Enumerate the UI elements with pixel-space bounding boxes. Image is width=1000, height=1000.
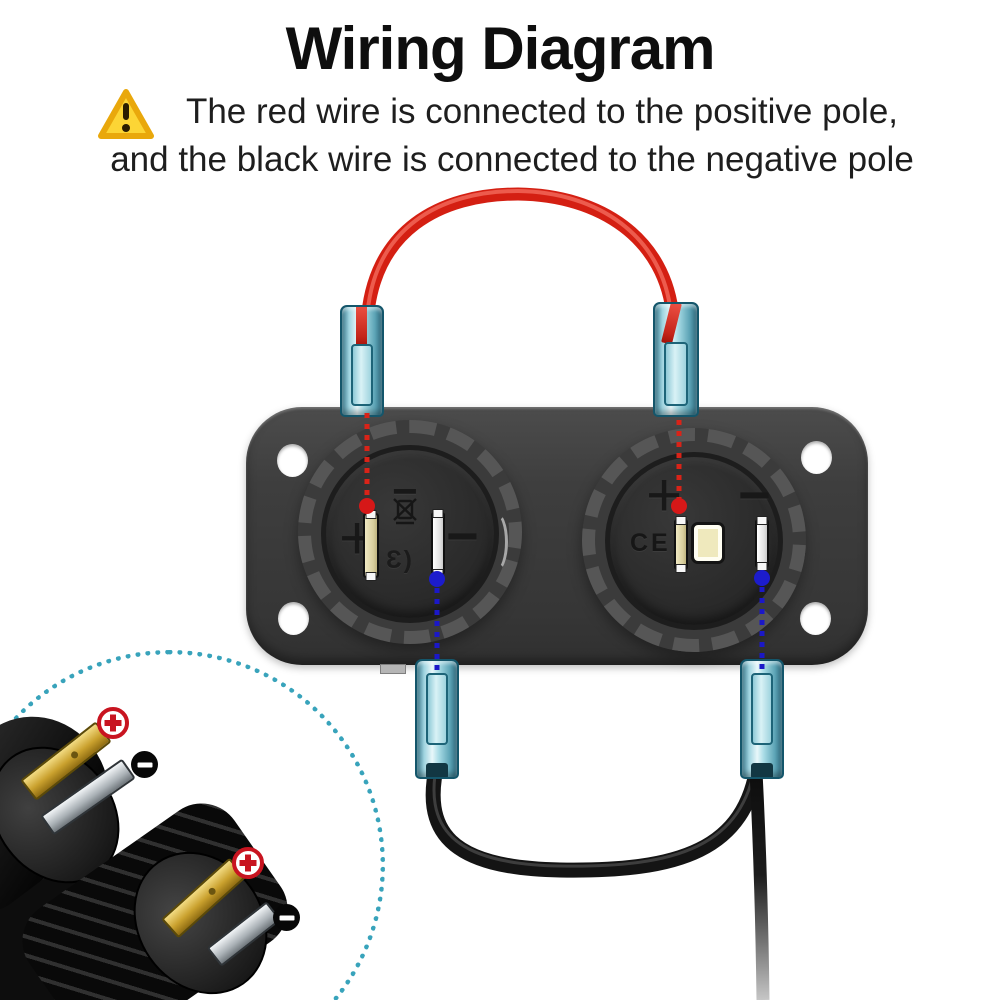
positive-terminal-blade bbox=[363, 513, 379, 578]
black-jumper-wire-highlight bbox=[432, 756, 758, 868]
black-ground-wire bbox=[749, 771, 770, 1000]
ce-marking: CE bbox=[630, 529, 671, 557]
mounting-hole bbox=[801, 441, 832, 474]
crimp-connector-bottom-left bbox=[415, 659, 459, 779]
blue-negative-dot bbox=[429, 571, 445, 587]
red-positive-dot bbox=[671, 498, 687, 514]
crimp-connector-top-right bbox=[653, 302, 699, 417]
top-minus-marking: − bbox=[392, 467, 418, 516]
minus-marking: − bbox=[446, 504, 479, 567]
negative-terminal-blade bbox=[755, 519, 769, 568]
connector-crimp-core bbox=[425, 672, 449, 745]
red-positive-dot bbox=[359, 498, 375, 514]
page-title: Wiring Diagram bbox=[285, 15, 716, 82]
connector-crimp-core bbox=[750, 672, 774, 745]
connector-crimp-core bbox=[350, 343, 374, 407]
socket-contact-arc bbox=[484, 512, 508, 572]
red-jumper-wire-highlight bbox=[365, 188, 673, 322]
minus-marking: − bbox=[738, 463, 771, 526]
black-wire-inside-connector bbox=[750, 763, 774, 777]
positive-badge-icon bbox=[97, 707, 129, 739]
panel-mounting-tab bbox=[380, 664, 406, 674]
power-socket-rear: + − CE bbox=[605, 452, 783, 630]
mounting-hole bbox=[278, 602, 309, 635]
cigarette-lighter-socket-rear: + − − Ɛ) bbox=[321, 445, 499, 623]
positive-terminal-blade bbox=[674, 519, 688, 570]
molded-logo-marking: Ɛ) bbox=[386, 546, 414, 574]
mounting-hole bbox=[800, 602, 831, 635]
led-indicator bbox=[691, 522, 725, 564]
crimp-connector-bottom-right bbox=[740, 659, 784, 779]
mounting-hole bbox=[277, 444, 308, 477]
connector-crimp-core bbox=[664, 341, 688, 407]
blue-negative-dot bbox=[754, 570, 770, 586]
negative-badge-icon bbox=[273, 904, 300, 931]
black-jumper-wire bbox=[425, 752, 766, 878]
positive-badge-icon bbox=[232, 847, 264, 879]
warning-text-line1: The red wire is connected to the positiv… bbox=[185, 92, 899, 131]
red-wire-inside-connector bbox=[355, 307, 367, 347]
black-wire-inside-connector bbox=[425, 763, 449, 777]
negative-badge-icon bbox=[131, 751, 158, 778]
warning-triangle-icon bbox=[98, 89, 154, 139]
crimp-connector-top-left bbox=[340, 305, 384, 417]
warning-text-line2: and the black wire is connected to the n… bbox=[110, 140, 914, 179]
weee-crossed-out-icon bbox=[393, 498, 417, 525]
